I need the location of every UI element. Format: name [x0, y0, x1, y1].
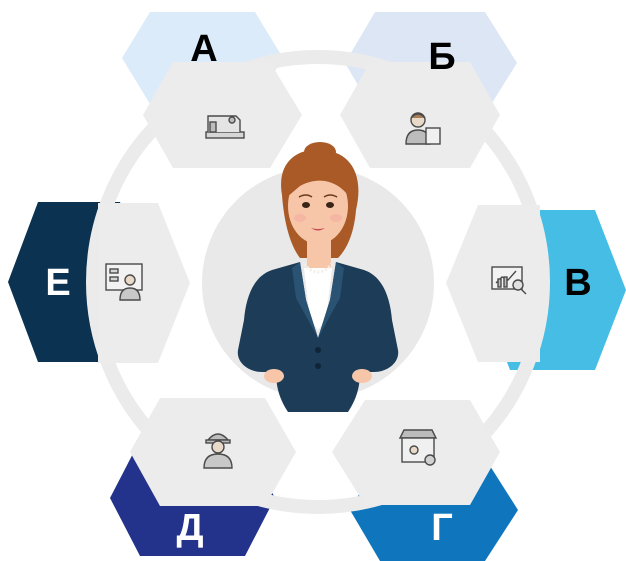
segment-d-letter: Д [176, 507, 203, 549]
segment-v-letter: В [564, 262, 591, 304]
sewing-machine-icon [205, 115, 245, 139]
engineer-blueprint-icon [105, 263, 143, 301]
analytics-presentation-icon [491, 266, 527, 295]
segment-g-letter: Г [431, 507, 453, 549]
segment-a-inner-hex [143, 62, 302, 168]
segment-a-letter: А [190, 28, 217, 70]
segment-b-letter: Б [428, 36, 455, 78]
businesswoman-avatar [237, 142, 399, 412]
construction-worker-icon [203, 433, 233, 469]
segment-e-letter: Е [45, 262, 70, 304]
segment-d-inner-hex [130, 398, 296, 506]
segment-e-inner-hex [98, 203, 190, 363]
outer-ring [86, 50, 550, 514]
teacher-icon [405, 112, 441, 145]
shop-settings-icon [398, 429, 438, 466]
